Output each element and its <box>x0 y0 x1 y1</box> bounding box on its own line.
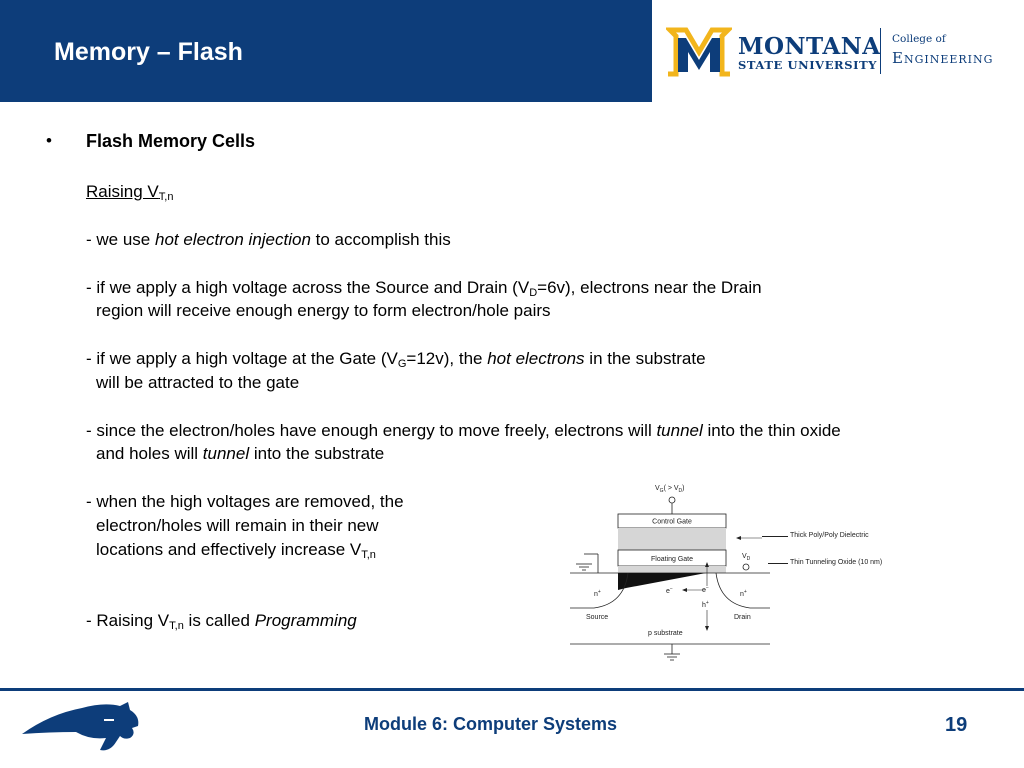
thin-oxide-arrow <box>768 563 788 564</box>
bullet-marker: • <box>46 131 52 150</box>
substrate-label: p substrate <box>648 630 683 637</box>
dielectric-layer <box>618 528 726 550</box>
paragraph-3-line-1: - if we apply a high voltage at the Gate… <box>86 349 706 370</box>
page-number: 19 <box>945 714 968 736</box>
paragraph-5-line-3: locations and effectively increase VT,n <box>96 540 376 561</box>
hole-label: h+ <box>702 600 709 609</box>
floating-gate-label: Floating Gate <box>651 556 693 563</box>
paragraph-2-line-2: region will receive enough energy to for… <box>96 301 551 320</box>
electron-label-2: e− <box>702 585 709 594</box>
paragraph-4-line-1: - since the electron/holes have enough e… <box>86 421 841 440</box>
paragraph-3-line-2: will be attracted to the gate <box>96 373 300 392</box>
paragraph-5-line-2: electron/holes will remain in their new <box>96 516 379 535</box>
vg-label: VG( > VD) <box>655 485 685 494</box>
paragraph-5-line-1: - when the high voltages are removed, th… <box>86 492 404 511</box>
gate-terminal <box>668 496 676 504</box>
drain-terminal <box>742 563 750 571</box>
thick-dielectric-arrow <box>762 536 788 537</box>
thick-dielectric-text: Thick Poly/Poly Dielectric <box>790 532 869 539</box>
university-logo: MONTANA STATE UNIVERSITY College of Engi… <box>652 0 1024 102</box>
vd-label: VD <box>742 553 751 562</box>
electron-label-1: e− <box>666 586 673 595</box>
slide-content: • Flash Memory Cells Raising VT,n - we u… <box>46 131 883 661</box>
footer-divider <box>0 688 1024 691</box>
paragraph-4-line-2: and holes will tunnel into the substrate <box>96 444 385 463</box>
montana-m-logo-icon <box>666 27 732 77</box>
slide-title: Memory – Flash <box>54 38 243 66</box>
paragraph-2-line-1: - if we apply a high voltage across the … <box>86 278 762 299</box>
flash-cell-diagram: VG( > VD) Control Gate Floating Gate Thi… <box>570 485 770 661</box>
footer-module-title: Module 6: Computer Systems <box>364 714 618 734</box>
logo-engineering-text: Engineering <box>892 49 994 67</box>
logo-state-university-text: STATE UNIVERSITY <box>738 58 878 72</box>
logo-divider <box>880 28 881 74</box>
section-heading: Flash Memory Cells <box>86 131 256 151</box>
logo-college-of-text: College of <box>892 33 946 45</box>
source-n-plus-label: n+ <box>594 589 601 598</box>
bobcat-logo-icon <box>22 702 139 751</box>
source-label: Source <box>586 614 608 621</box>
drain-label: Drain <box>734 614 751 621</box>
thin-oxide-label: Thin Tunneling Oxide (10 nm) <box>790 559 883 566</box>
control-gate-label: Control Gate <box>652 519 692 526</box>
drain-n-plus-label: n+ <box>740 589 747 598</box>
paragraph-6: - Raising VT,n is called Programming <box>86 611 357 632</box>
paragraph-1: - we use hot electron injection to accom… <box>86 230 451 249</box>
tunneling-wedge <box>618 573 706 590</box>
logo-montana-text: MONTANA <box>738 33 881 60</box>
header-bar: Memory – Flash MONTANA STATE UNIVERSITY … <box>0 0 1024 102</box>
subheading: Raising VT,n <box>86 182 174 203</box>
